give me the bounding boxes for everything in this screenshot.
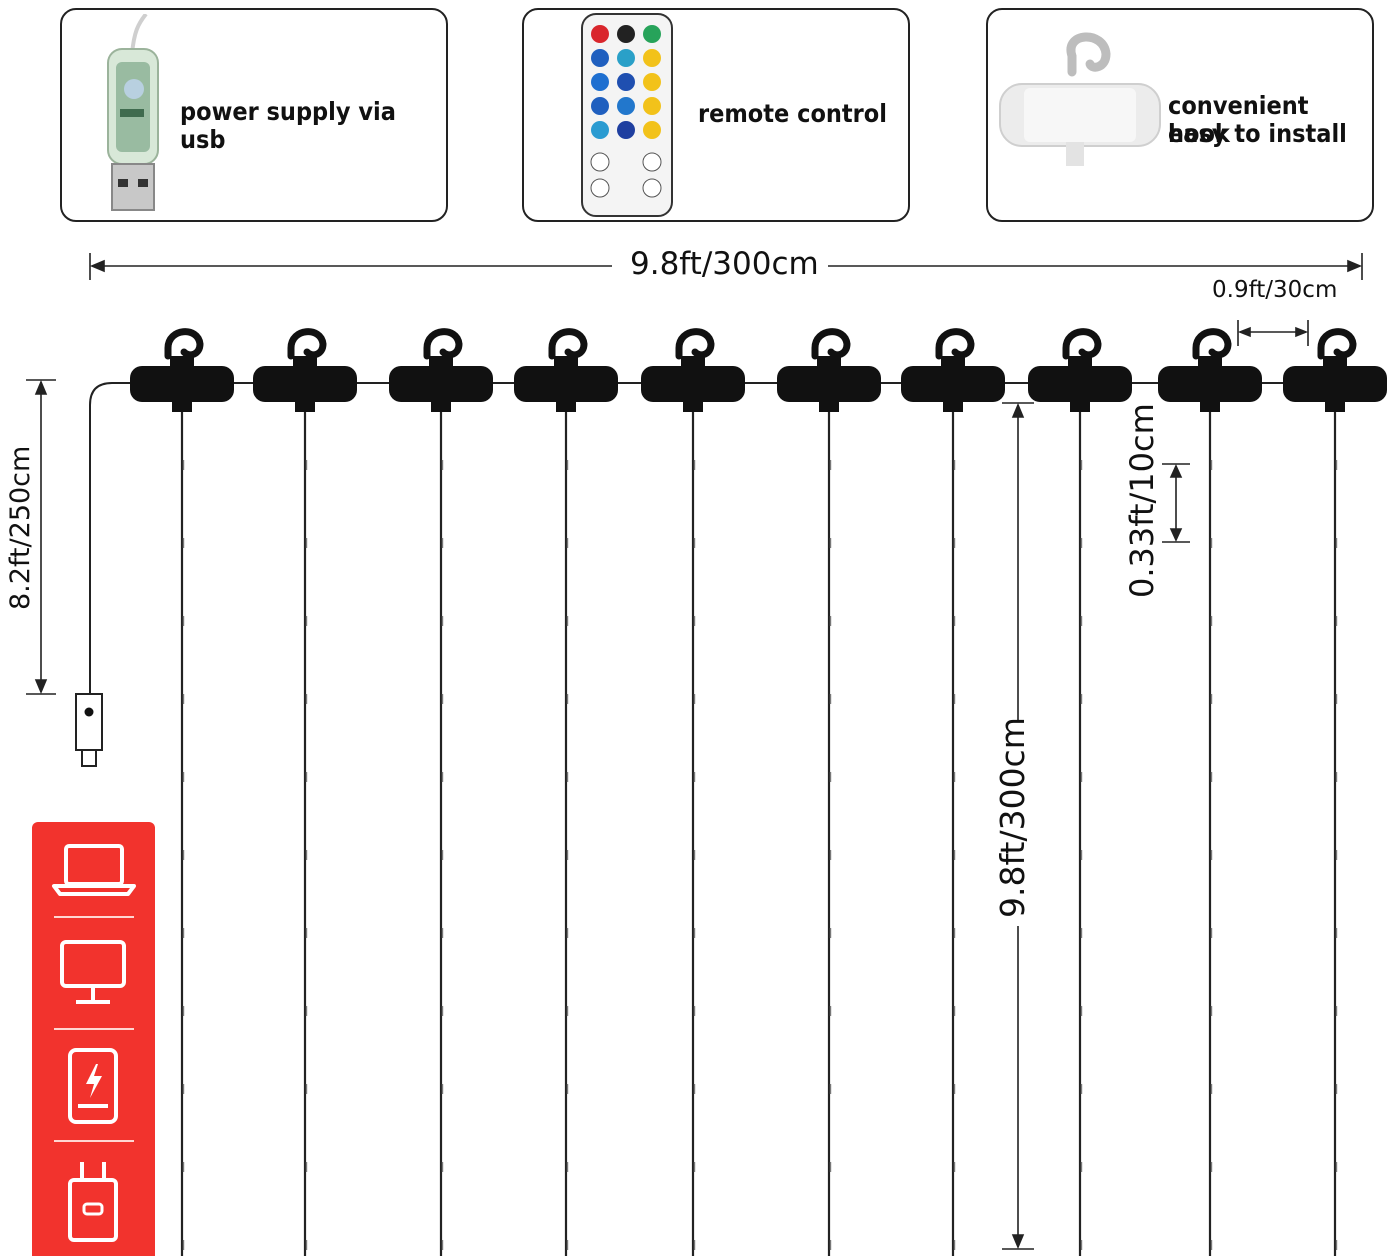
remote-button [617, 73, 635, 91]
remote-button [643, 121, 661, 139]
lead-cable-label: 8.2ft/250cm [5, 445, 36, 610]
hook-clip [253, 328, 357, 412]
remote-button [643, 25, 661, 43]
remote-button [643, 73, 661, 91]
remote-control-icon [581, 13, 673, 217]
strand-spacing-arrow [1237, 320, 1309, 346]
remote-button [617, 25, 635, 43]
total-width-arrow [89, 253, 1363, 280]
light-strand [691, 410, 696, 1256]
source-divider [54, 916, 134, 918]
light-strand [180, 410, 185, 1256]
remote-button [591, 121, 609, 139]
hook-clip [389, 328, 493, 412]
bulb-spacing-label: 0.33ft/10cm [1123, 403, 1161, 598]
laptop-icon [52, 844, 136, 896]
wall-adapter-icon [68, 1162, 118, 1242]
light-strand [439, 410, 444, 1256]
remote-button [591, 73, 609, 91]
light-strand [951, 410, 956, 1256]
strand-length-label: 9.8ft/300cm [993, 717, 1032, 918]
hook-clip-icon [999, 32, 1161, 166]
hook-feature-card: convenient hook easy to install [986, 8, 1374, 222]
power-source-panel [32, 822, 155, 1256]
bulb-spacing-arrow [1162, 463, 1190, 543]
source-divider [54, 1140, 134, 1142]
remote-button [643, 97, 661, 115]
power-bank-icon [68, 1048, 118, 1124]
remote-button [617, 97, 635, 115]
remote-feature-label: remote control [698, 99, 887, 128]
hook-feature-label-line2: easy to install [1168, 119, 1347, 148]
hook-clip [777, 328, 881, 412]
strand-length-arrow [1002, 402, 1034, 1250]
light-strand [1208, 410, 1213, 1256]
lead-cable-arrow [26, 379, 56, 695]
hook-feature-label-line1: convenient hook [1168, 91, 1309, 148]
usb-power-module-icon [107, 14, 159, 211]
hook-clip [901, 328, 1005, 412]
light-strand [827, 410, 832, 1256]
total-width-label: 9.8ft/300cm [630, 246, 819, 282]
remote-button [617, 121, 635, 139]
light-strand [564, 410, 569, 1256]
hook-clip [1283, 328, 1387, 412]
remote-button [591, 49, 609, 67]
lead-cable [89, 382, 130, 694]
light-strand [303, 410, 308, 1256]
hook-clip [641, 328, 745, 412]
usb-feature-card: power supply via usb [60, 8, 448, 222]
remote-button [643, 49, 661, 67]
hook-clip [1158, 328, 1262, 412]
hook-clip [1028, 328, 1132, 412]
usb-plug-icon [75, 693, 103, 767]
source-divider [54, 1028, 134, 1030]
remote-button [617, 49, 635, 67]
light-strand [1333, 410, 1338, 1256]
strand-spacing-label: 0.9ft/30cm [1212, 277, 1338, 303]
remote-feature-card: remote control [522, 8, 910, 222]
usb-feature-label: power supply via usb [180, 97, 396, 154]
remote-button [591, 97, 609, 115]
monitor-icon [60, 940, 126, 1004]
hook-clip [130, 328, 234, 412]
hook-clip [514, 328, 618, 412]
light-strand [1078, 410, 1083, 1256]
remote-button [591, 25, 609, 43]
